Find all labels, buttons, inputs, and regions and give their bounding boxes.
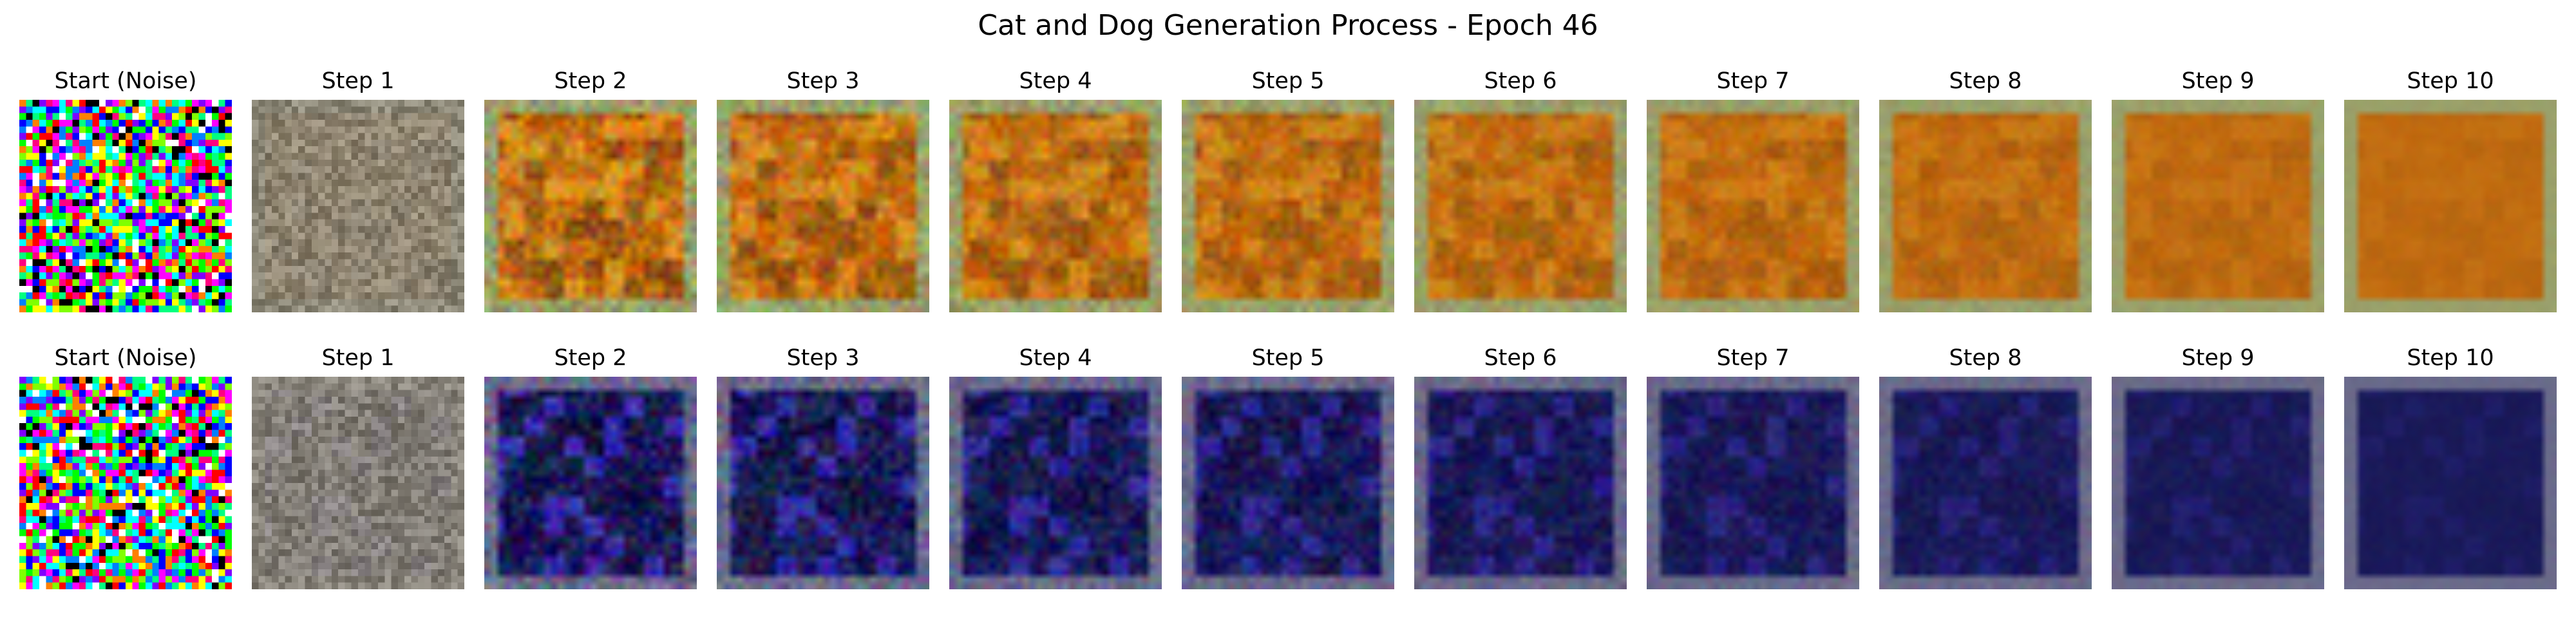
- panel-title: Step 4: [1019, 68, 1092, 94]
- generated-image: [1182, 377, 1394, 589]
- panel-title: Step 9: [2181, 68, 2255, 94]
- panel-title: Step 8: [1949, 68, 2022, 94]
- generated-image: [2344, 377, 2557, 589]
- panel-title: Step 8: [1949, 345, 2022, 371]
- generated-image: [252, 377, 464, 589]
- panel-title: Step 2: [554, 345, 627, 371]
- generated-image: [717, 377, 929, 589]
- panel-title: Step 10: [2407, 345, 2494, 371]
- noise-image: [19, 377, 232, 589]
- panel-title: Step 6: [1484, 68, 1557, 94]
- panel-title: Step 6: [1484, 345, 1557, 371]
- panel-title: Step 5: [1251, 345, 1325, 371]
- noise-image: [19, 100, 232, 312]
- panel-title: Step 3: [786, 345, 860, 371]
- panel-title: Step 10: [2407, 68, 2494, 94]
- panel-title: Step 4: [1019, 345, 1092, 371]
- panel-title: Step 1: [321, 68, 395, 94]
- panel-title: Step 7: [1716, 68, 1790, 94]
- generated-image: [1182, 100, 1394, 312]
- generated-image: [1414, 100, 1627, 312]
- generated-image: [1647, 377, 1859, 589]
- generated-image: [1647, 100, 1859, 312]
- generated-image: [2112, 100, 2324, 312]
- panel-title: Step 3: [786, 68, 860, 94]
- generated-image: [2112, 377, 2324, 589]
- generated-image: [949, 100, 1162, 312]
- panel-title: Step 7: [1716, 345, 1790, 371]
- generated-image: [484, 100, 697, 312]
- generated-image: [2344, 100, 2557, 312]
- panel-title: Start (Noise): [54, 345, 197, 371]
- generated-image: [1879, 100, 2092, 312]
- generated-image: [717, 100, 929, 312]
- figure-title: Cat and Dog Generation Process - Epoch 4…: [978, 9, 1598, 42]
- panel-title: Step 2: [554, 68, 627, 94]
- panel-title: Start (Noise): [54, 68, 197, 94]
- panel-title: Step 9: [2181, 345, 2255, 371]
- generated-image: [252, 100, 464, 312]
- panel-title: Step 5: [1251, 68, 1325, 94]
- generated-image: [949, 377, 1162, 589]
- panel-title: Step 1: [321, 345, 395, 371]
- generated-image: [1879, 377, 2092, 589]
- generated-image: [484, 377, 697, 589]
- generated-image: [1414, 377, 1627, 589]
